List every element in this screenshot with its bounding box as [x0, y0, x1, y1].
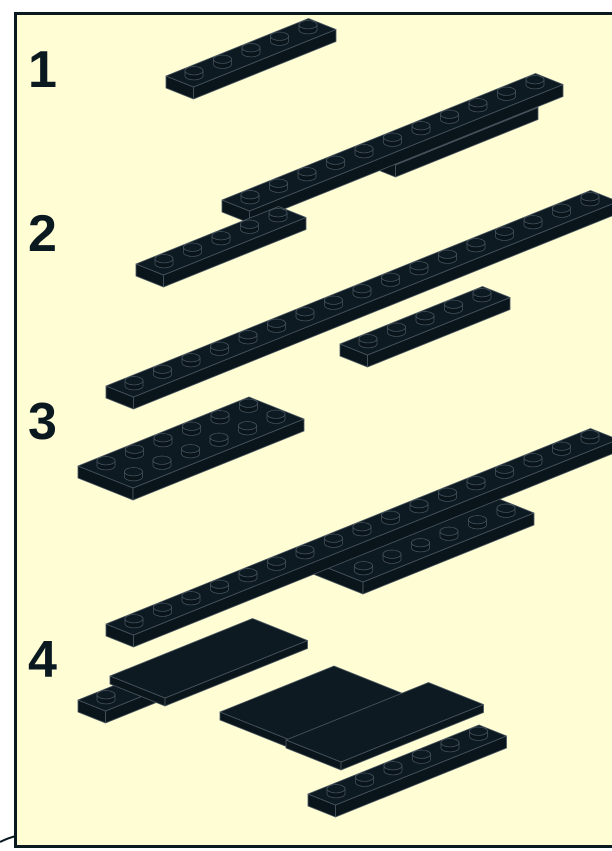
stud [410, 500, 428, 513]
stud [184, 243, 202, 256]
stud [553, 204, 571, 217]
stud [268, 557, 286, 570]
stud [353, 523, 371, 536]
stud [470, 727, 488, 740]
stud [269, 209, 287, 222]
stud [298, 168, 316, 181]
stud [581, 193, 599, 206]
stud [382, 511, 400, 524]
page-edge-line [0, 836, 16, 842]
stud [185, 67, 203, 80]
stud [214, 55, 232, 68]
stud [212, 232, 230, 245]
stud [270, 179, 288, 192]
stud [383, 550, 401, 563]
stud [268, 319, 286, 332]
stud [241, 191, 259, 204]
stud [359, 335, 377, 348]
stud [126, 445, 144, 458]
stud [355, 145, 373, 158]
stud [416, 312, 434, 325]
plate-front-face [250, 85, 564, 224]
stud [497, 504, 515, 517]
stud [440, 527, 458, 540]
stud [439, 488, 457, 501]
stud [153, 456, 171, 469]
stud [240, 399, 258, 412]
stud [496, 227, 514, 240]
stud [125, 615, 143, 628]
stud [154, 603, 172, 616]
stud [384, 762, 402, 775]
stud [353, 285, 371, 298]
stud [154, 434, 172, 447]
stud [327, 156, 345, 169]
stud [441, 110, 459, 123]
stud [382, 273, 400, 286]
stud [211, 580, 229, 593]
stud [241, 220, 259, 233]
stud [210, 433, 228, 446]
stud [183, 422, 201, 435]
stud [211, 342, 229, 355]
stud [296, 546, 314, 559]
stud [467, 477, 485, 490]
stud [526, 76, 544, 89]
stud [410, 262, 428, 275]
stud [271, 32, 289, 45]
stud [242, 44, 260, 57]
stud [299, 21, 317, 34]
stud [498, 87, 516, 100]
stud [469, 99, 487, 112]
stud [239, 569, 257, 582]
stud [524, 454, 542, 467]
stud [356, 773, 374, 786]
stud [267, 410, 285, 423]
stud [97, 457, 115, 470]
stud [125, 377, 143, 390]
stud [412, 539, 430, 552]
stud [473, 289, 491, 302]
stud [239, 422, 257, 435]
stud [467, 239, 485, 252]
stud [469, 516, 487, 529]
stud [97, 691, 115, 704]
stud [182, 354, 200, 367]
stud [155, 255, 173, 268]
stud [384, 133, 402, 146]
stud [439, 250, 457, 263]
stud [125, 468, 143, 481]
stud [327, 785, 345, 798]
stud [325, 296, 343, 309]
stud [182, 592, 200, 605]
stud [445, 300, 463, 313]
stud [239, 331, 257, 344]
stud [496, 465, 514, 478]
stud [296, 308, 314, 321]
stud [413, 750, 431, 763]
stud [553, 442, 571, 455]
stud [524, 216, 542, 229]
stud [154, 365, 172, 378]
stud [581, 431, 599, 444]
stud [441, 739, 459, 752]
stud [211, 411, 229, 424]
stud [388, 323, 406, 336]
stud [182, 445, 200, 458]
stud [412, 122, 430, 135]
stud [355, 562, 373, 575]
stud [325, 534, 343, 547]
